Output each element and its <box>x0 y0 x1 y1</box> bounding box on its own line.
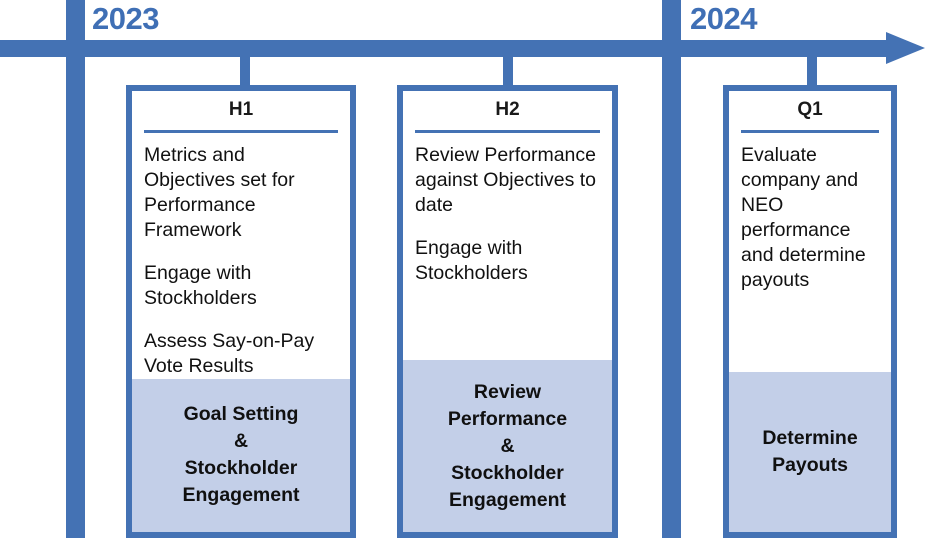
period-body-h1: Metrics and Objectives set for Performan… <box>132 133 350 379</box>
period-header-q1: Q1 <box>797 99 823 120</box>
year-label-2024: 2024 <box>690 1 757 36</box>
connector-stem-h2 <box>503 55 513 87</box>
period-header-h2: H2 <box>495 99 520 120</box>
period-header-rule-q1 <box>741 130 879 133</box>
period-footer-label-h2: Review Performance & Stockholder Engagem… <box>447 380 568 511</box>
list-item: Metrics and Objectives set for Performan… <box>144 143 295 241</box>
connector-stem-q1 <box>807 55 817 87</box>
period-card-q1: Q1 Evaluate company and NEO performance … <box>723 85 897 538</box>
period-body-q1: Evaluate company and NEO performance and… <box>729 133 891 372</box>
list-item: Engage with Stockholders <box>144 261 257 309</box>
list-item: Review Performance against Objectives to… <box>415 144 597 216</box>
list-item: Engage with Stockholders <box>415 237 528 284</box>
period-header-rule-h1 <box>144 130 338 133</box>
list-item: Assess Say-on-Pay Vote Results <box>144 329 315 377</box>
period-card-h1: H1 Metrics and Objectives set for Perfor… <box>126 85 356 538</box>
connector-stem-h1 <box>240 55 250 87</box>
year-label-2023: 2023 <box>92 1 159 36</box>
year-divider-2023 <box>66 0 85 538</box>
period-footer-h2: Review Performance & Stockholder Engagem… <box>403 360 612 532</box>
period-header-rule-h2 <box>415 130 600 133</box>
timeline-axis-bar <box>0 40 888 57</box>
period-card-h2: H2 Review Performance against Objectives… <box>397 85 618 538</box>
list-item: Evaluate company and NEO performance and… <box>741 144 866 291</box>
period-footer-label-q1: Determine Payouts <box>762 427 858 476</box>
year-divider-2024 <box>662 0 681 538</box>
period-footer-h1: Goal Setting & Stockholder Engagement <box>132 378 350 532</box>
period-footer-q1: Determine Payouts <box>729 372 891 532</box>
timeline-arrow-icon <box>886 32 925 64</box>
period-header-h1: H1 <box>228 99 254 120</box>
period-footer-label-h1: Goal Setting & Stockholder Engagement <box>182 403 300 507</box>
period-body-h2: Review Performance against Objectives to… <box>403 133 612 360</box>
